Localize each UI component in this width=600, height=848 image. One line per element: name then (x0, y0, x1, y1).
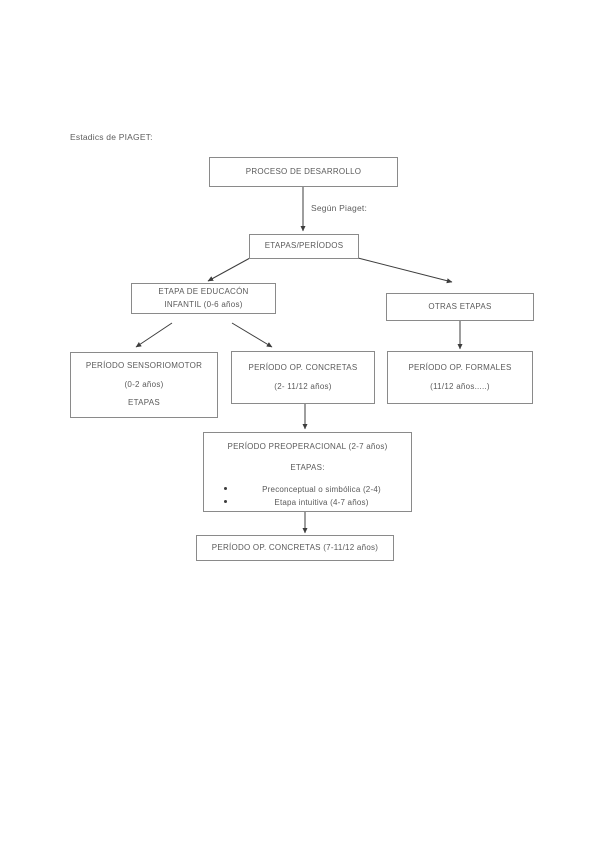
edge-etapas-to-infantil (207, 257, 251, 282)
page-title: Estadics de PIAGET: (70, 132, 153, 142)
list-item: Etapa intuitiva (4-7 años) (224, 496, 401, 509)
node-label-line-1: PERÍODO SENSORIOMOTOR (85, 361, 203, 371)
node-otras-etapas[interactable]: OTRAS ETAPAS (386, 293, 534, 321)
node-label-line-2: (0-2 años) (124, 379, 164, 389)
node-periodo-op-concretas-bottom[interactable]: PERÍODO OP. CONCRETAS (7-11/12 años) (196, 535, 394, 561)
node-label-line-2: INFANTIL (0-6 años) (164, 299, 243, 309)
node-periodo-op-formales[interactable]: PERÍODO OP. FORMALES (11/12 años.....) (387, 351, 533, 404)
list-item: Preconceptual o simbólica (2-4) (224, 483, 401, 496)
bullet-icon (224, 499, 227, 503)
node-label-line-2: (2- 11/12 años) (274, 382, 332, 391)
caption-segun-piaget: Según Piaget: (311, 203, 368, 213)
node-label: PROCESO DE DESARROLLO (245, 166, 362, 176)
node-periodo-op-concretas-top[interactable]: PERÍODO OP. CONCRETAS (2- 11/12 años) (231, 351, 375, 404)
node-label-line-1: PERÍODO OP. FORMALES (408, 362, 512, 372)
node-label: PERÍODO OP. CONCRETAS (7-11/12 años) (211, 542, 379, 552)
bullet-icon (224, 486, 227, 490)
node-periodo-sensoriomotor[interactable]: PERÍODO SENSORIOMOTOR (0-2 años) ETAPAS (70, 352, 218, 418)
list-item-label: Preconceptual o simbólica (2-4) (262, 484, 381, 494)
edge-etapas-to-otras (357, 257, 453, 284)
preoperacional-title: PERÍODO PREOPERACIONAL (2-7 años) (227, 442, 388, 451)
node-label-line-1: PERÍODO OP. CONCRETAS (248, 362, 358, 372)
node-label-line-3: ETAPAS (128, 398, 160, 408)
node-proceso-de-desarrollo[interactable]: PROCESO DE DESARROLLO (209, 157, 398, 187)
preoperacional-subtitle: ETAPAS: (290, 463, 325, 473)
edge-infantil-to-concretas (231, 322, 273, 348)
preoperacional-bullet-list: Preconceptual o simbólica (2-4) Etapa in… (214, 483, 401, 509)
node-periodo-preoperacional[interactable]: PERÍODO PREOPERACIONAL (2-7 años) ETAPAS… (203, 432, 412, 512)
node-label: OTRAS ETAPAS (428, 301, 492, 311)
node-etapa-educacion-infantil[interactable]: ETAPA DE EDUCACÓN INFANTIL (0-6 años) (131, 283, 276, 314)
list-item-label: Etapa intuitiva (4-7 años) (274, 497, 369, 507)
edge-infantil-to-sensoriomotor (135, 322, 173, 348)
node-label-line-1: ETAPA DE EDUCACÓN (158, 287, 249, 297)
node-label: ETAPAS/PERÍODOS (264, 241, 344, 251)
node-label-line-2: (11/12 años.....) (430, 382, 490, 391)
node-etapas-periodos[interactable]: ETAPAS/PERÍODOS (249, 234, 359, 259)
